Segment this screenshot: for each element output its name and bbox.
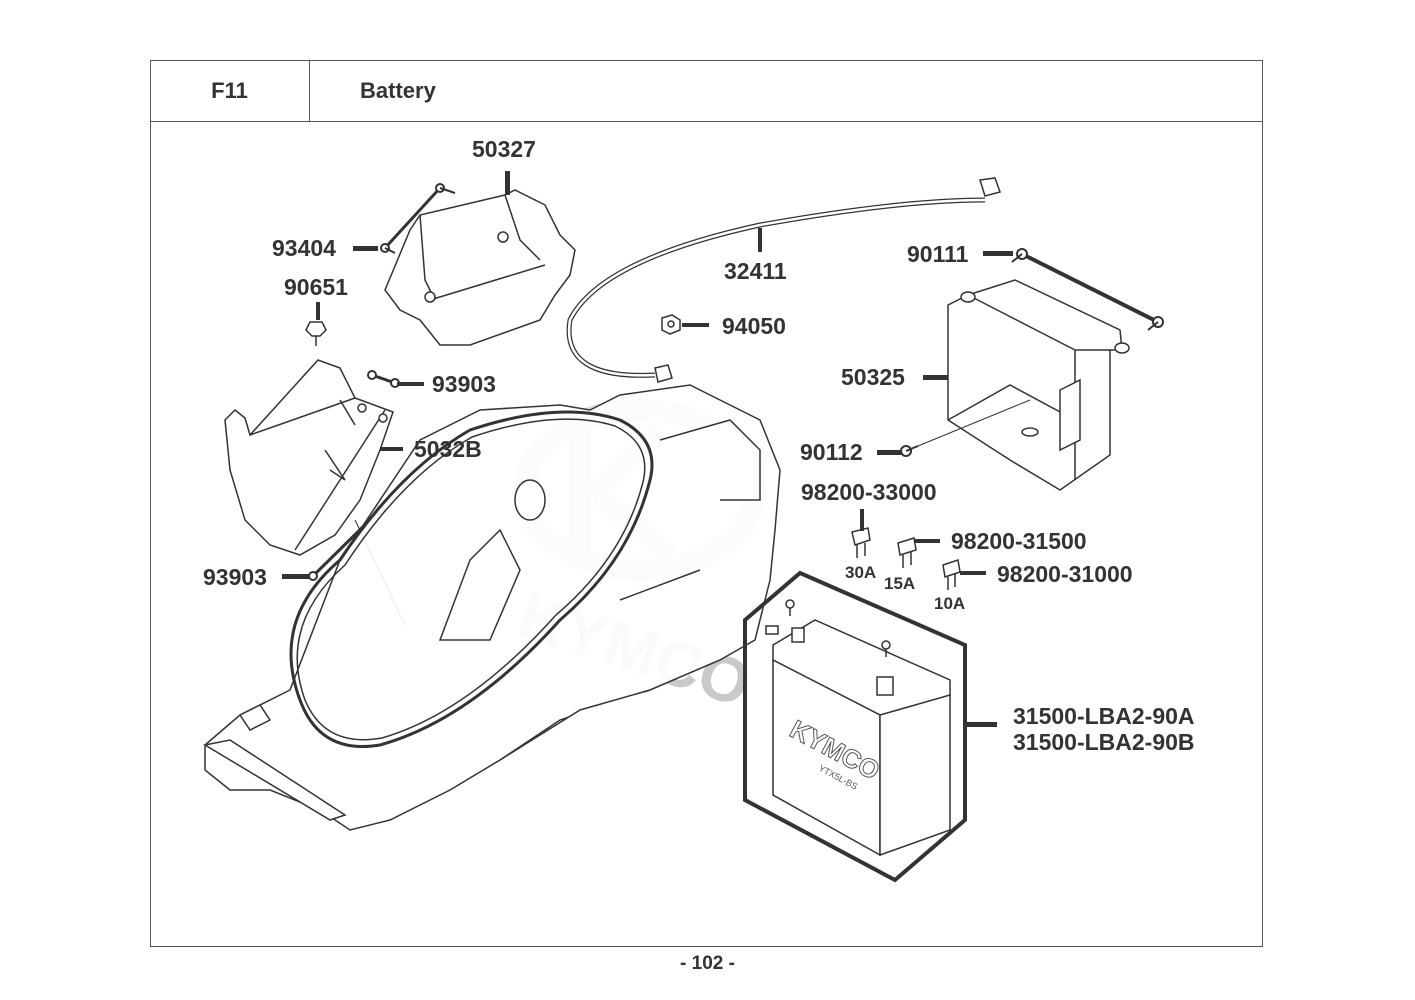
- leader-50325: [923, 375, 948, 380]
- header-divider: [150, 121, 1263, 122]
- part-label-90111: 90111: [907, 241, 969, 267]
- leader-93903-upper: [397, 382, 424, 386]
- section-code: F11: [211, 78, 248, 103]
- part-label-31500-a: 31500-LBA2-90A: [1013, 703, 1195, 729]
- part-label-93903-lower: 93903: [203, 564, 267, 590]
- battery-case-part: [947, 279, 1130, 491]
- fuse-rating-30a: 30A: [845, 563, 877, 582]
- leader-98200-31500: [915, 539, 940, 543]
- part-label-98200-31500: 98200-31500: [951, 528, 1087, 554]
- part-label-31500-b: 31500-LBA2-90B: [1013, 729, 1195, 755]
- part-label-90112: 90112: [800, 439, 863, 465]
- clip-90651-part: [305, 321, 327, 346]
- leader-98200-31000: [960, 571, 986, 575]
- section-title: Battery: [360, 78, 436, 103]
- side-cover-part: [224, 359, 394, 556]
- header-column-divider: [309, 60, 310, 122]
- fuse-rating-15a: 15A: [884, 574, 916, 593]
- leader-31500: [967, 722, 997, 727]
- part-label-32411: 32411: [724, 258, 787, 284]
- part-label-94050: 94050: [722, 313, 786, 339]
- leader-90112: [877, 450, 902, 455]
- part-label-50327: 50327: [472, 136, 536, 162]
- leader-50327: [505, 171, 510, 195]
- part-label-5032B: 5032B: [414, 436, 482, 462]
- leader-93404: [353, 246, 378, 251]
- fuse-parts: [851, 527, 961, 590]
- leader-90651: [316, 302, 320, 320]
- part-label-93903-upper: 93903: [432, 371, 496, 397]
- luggage-box-part: [202, 384, 781, 831]
- leader-93903-lower: [282, 574, 310, 579]
- cable-32411-part: [566, 177, 1001, 383]
- battery-callout-outline: [743, 570, 967, 883]
- screw-93404-part: [380, 183, 456, 254]
- leader-98200-33000: [860, 509, 864, 531]
- leader-32411: [758, 228, 762, 252]
- part-label-98200-33000: 98200-33000: [801, 479, 937, 505]
- part-label-98200-31000: 98200-31000: [997, 561, 1133, 587]
- leader-94050: [682, 323, 709, 327]
- part-label-90651: 90651: [284, 274, 348, 300]
- diagram-frame: [150, 60, 1263, 947]
- leader-5032B: [380, 447, 403, 451]
- part-label-50325: 50325: [841, 364, 905, 390]
- frame-cover-part: [384, 189, 576, 346]
- nut-94050-part: [661, 314, 681, 335]
- bolt-parts: [900, 248, 1164, 457]
- part-label-93404: 93404: [272, 235, 336, 261]
- page-number: - 102 -: [680, 953, 735, 974]
- battery-part: [765, 599, 951, 857]
- leader-90111: [983, 251, 1013, 256]
- fuse-rating-10a: 10A: [934, 594, 966, 613]
